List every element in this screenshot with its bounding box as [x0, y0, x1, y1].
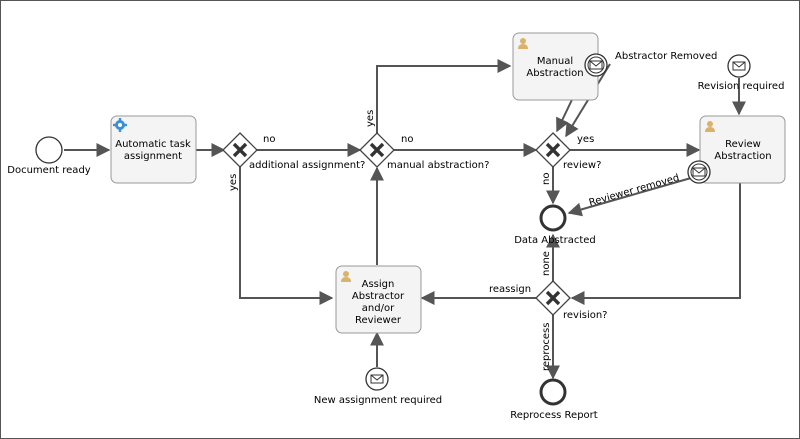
flow-review-to-gw4 [570, 182, 741, 305]
task-manual-abstraction[interactable]: Manual Abstraction [512, 32, 608, 101]
task-assign-label-1: Assign [362, 279, 395, 290]
flow-reviewer-removed [567, 177, 692, 217]
task-automatic-label-1: Automatic task [115, 139, 191, 150]
gateway-review[interactable]: review? [535, 132, 601, 171]
flow-label-no-1: no [263, 134, 275, 145]
task-assign-label-2: Abstractor [352, 291, 405, 302]
task-manual-label-1: Manual [537, 56, 573, 67]
flow-gw1-yes [239, 167, 334, 305]
gateway-x-icon [545, 290, 561, 306]
gateway-x-icon [545, 142, 561, 158]
new-assignment-required-label: New assignment required [314, 395, 442, 406]
gateway-review-label: review? [563, 160, 601, 171]
task-automatic-label-2: assignment [124, 151, 182, 162]
revision-required-label: Revision required [698, 81, 785, 92]
flow-label-yes-1: yes [228, 174, 239, 191]
gateway-additional-assignment-label: additional assignment? [249, 160, 365, 171]
start-event-circle[interactable] [35, 136, 63, 164]
task-assign-label-4: Reviewer [355, 315, 402, 326]
reprocess-report-label: Reprocess Report [510, 410, 597, 421]
envelope-icon [692, 167, 706, 177]
flow-label-reassign: reassign [489, 284, 531, 295]
abstractor-removed-label: Abstractor Removed [615, 51, 717, 62]
task-assign-label-3: and/or [362, 303, 395, 314]
reviewer-removed-label: Reviewer removed [588, 173, 681, 209]
flow-label-no-2: no [401, 134, 413, 145]
gateway-revision-label: revision? [563, 310, 608, 321]
start-event[interactable]: Document ready [7, 136, 91, 176]
gateway-x-icon [232, 142, 248, 158]
flow-label-reprocess: reprocess [541, 323, 552, 371]
start-event-label: Document ready [7, 165, 91, 176]
boundary-event-reviewer-removed[interactable] [687, 160, 711, 184]
flow-label-none: none [541, 251, 552, 276]
envelope-icon [732, 61, 746, 71]
sequence-flows [64, 59, 746, 380]
envelope-icon [370, 374, 384, 384]
flow-gw2-yes [376, 59, 512, 134]
flow-label-yes-2: yes [365, 110, 376, 127]
gear-icon [113, 118, 127, 132]
task-manual-label-2: Abstraction [526, 68, 583, 79]
event-new-assignment-required[interactable]: New assignment required [314, 367, 442, 406]
flow-label-no-3: no [541, 173, 552, 185]
flow-label-yes-3: yes [577, 134, 594, 145]
boundary-event-abstractor-removed[interactable] [584, 53, 608, 77]
gateway-manual-abstraction[interactable]: manual abstraction? [359, 132, 489, 171]
task-review-abstraction[interactable]: Review Abstraction [687, 115, 786, 184]
data-abstracted-label: Data Abstracted [514, 235, 596, 246]
envelope-icon [589, 60, 603, 70]
task-review-label-2: Abstraction [714, 151, 771, 162]
end-event-reprocess-report[interactable]: Reprocess Report [510, 378, 598, 421]
gateway-revision[interactable]: revision? [535, 280, 608, 321]
gateway-manual-abstraction-label: manual abstraction? [387, 160, 489, 171]
task-automatic-assignment[interactable]: Automatic task assignment [110, 115, 197, 184]
event-revision-required[interactable]: Revision required [698, 54, 785, 92]
end-event-data-abstracted[interactable]: Data Abstracted [514, 204, 596, 246]
gateway-x-icon [369, 142, 385, 158]
task-review-label-1: Review [725, 139, 761, 150]
task-assign-abstractor-reviewer[interactable]: Assign Abstractor and/or Reviewer [335, 265, 422, 334]
gateway-additional-assignment[interactable]: additional assignment? [222, 132, 365, 171]
